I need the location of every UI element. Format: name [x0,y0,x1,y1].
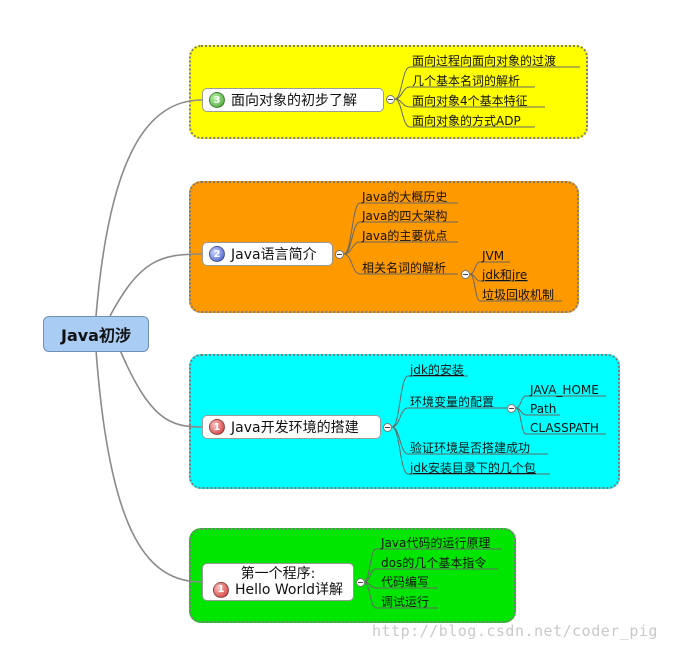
topic-dev-env[interactable]: 1 Java开发环境的搭建 [202,415,381,439]
leaf-intro-4[interactable]: 相关名词的解析 [362,261,447,275]
leaf-intro-2[interactable]: Java的四大架构 [362,209,448,223]
leaf-prog-3[interactable]: 代码编写 [381,575,430,589]
leaf-jvm[interactable]: JVM [482,249,505,263]
priority-2-icon: 2 [209,246,225,262]
collapse-toggle-terms[interactable] [461,270,470,279]
topic-java-intro-label: Java语言简介 [231,247,317,263]
collapse-toggle-oop[interactable] [386,95,395,104]
leaf-env-4[interactable]: jdk安装目录下的几个包 [410,461,536,475]
priority-3-icon: 3 [209,92,225,108]
collapse-toggle-dev-env[interactable] [383,423,392,432]
leaf-oop-2[interactable]: 几个基本名词的解析 [412,74,521,88]
priority-1-icon: 1 [209,419,225,435]
leaf-java-home[interactable]: JAVA_HOME [530,383,599,397]
leaf-env-1[interactable]: jdk的安装 [410,363,464,377]
topic-java-intro[interactable]: 2 Java语言简介 [202,242,333,266]
topic-first-program-line2: Hello World详解 [234,582,344,598]
topic-first-program[interactable]: 第一个程序: 1 Hello World详解 [202,563,354,601]
collapse-toggle-java-intro[interactable] [335,250,344,259]
collapse-toggle-first-program[interactable] [356,578,365,587]
topic-dev-env-label: Java开发环境的搭建 [231,420,359,436]
leaf-oop-1[interactable]: 面向过程向面向对象的过渡 [412,54,557,68]
leaf-prog-2[interactable]: dos的几个基本指令 [381,556,487,570]
leaf-gc[interactable]: 垃圾回收机制 [482,288,555,302]
leaf-jdk-jre[interactable]: jdk和jre [482,268,528,282]
leaf-path[interactable]: Path [530,402,557,416]
root-topic[interactable]: Java初涉 [43,316,149,352]
collapse-toggle-env-vars[interactable] [507,404,516,413]
topic-first-program-row2: 1 Hello World详解 [212,582,344,598]
leaf-prog-1[interactable]: Java代码的运行原理 [381,536,491,550]
topic-oop[interactable]: 3 面向对象的初步了解 [202,88,384,112]
leaf-intro-3[interactable]: Java的主要优点 [362,229,448,243]
topic-first-program-line1: 第一个程序: [240,566,316,582]
root-topic-label: Java初涉 [61,326,131,345]
topic-oop-label: 面向对象的初步了解 [231,93,357,109]
watermark-text: http://blog.csdn.net/coder_pig [372,622,658,640]
priority-1-icon: 1 [212,582,229,598]
leaf-env-3[interactable]: 验证环境是否搭建成功 [410,441,531,455]
leaf-intro-1[interactable]: Java的大概历史 [362,190,448,204]
leaf-env-2[interactable]: 环境变量的配置 [410,395,495,409]
leaf-classpath[interactable]: CLASSPATH [530,421,599,435]
leaf-prog-4[interactable]: 调试运行 [381,595,430,609]
leaf-oop-3[interactable]: 面向对象4个基本特征 [412,94,528,108]
leaf-oop-4[interactable]: 面向对象的方式ADP [412,114,521,128]
